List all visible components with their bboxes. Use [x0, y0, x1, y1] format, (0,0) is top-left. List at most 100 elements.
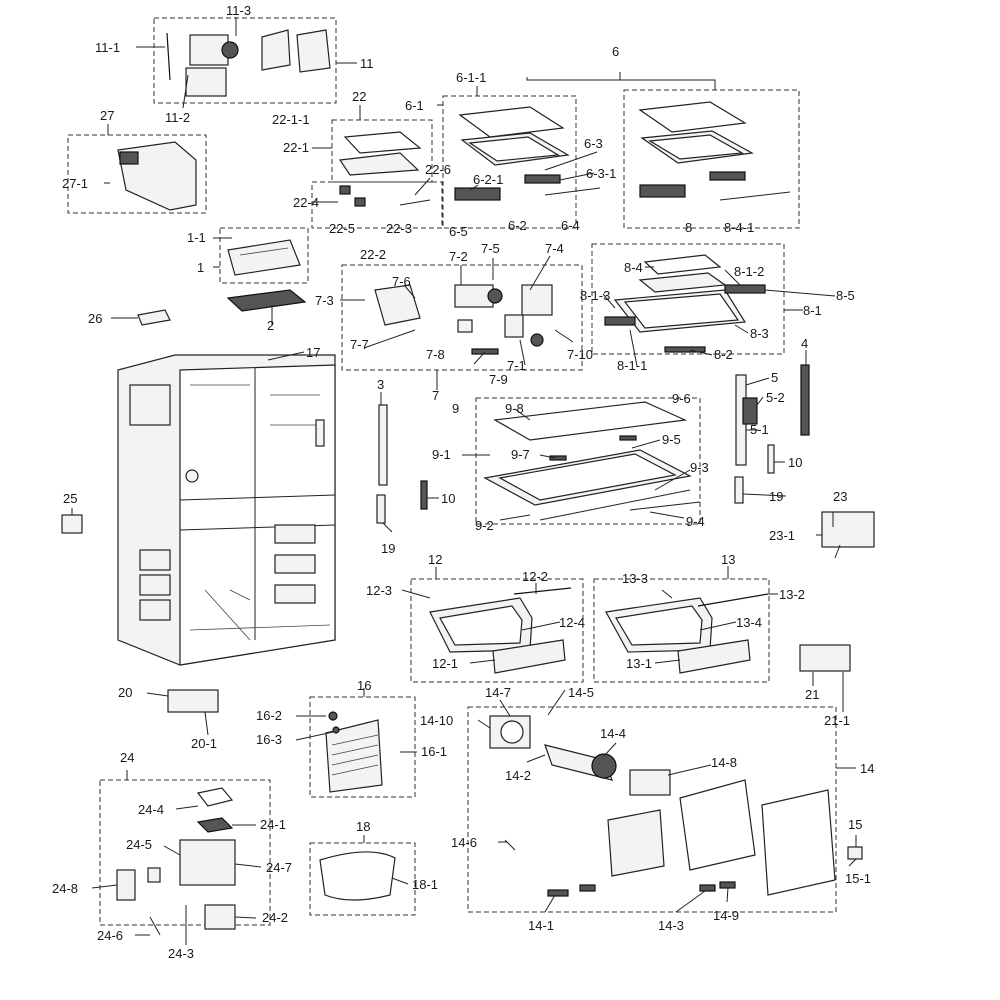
- box-13: [593, 578, 770, 683]
- label-10a: 10: [441, 491, 455, 506]
- part-19-left: [376, 494, 386, 524]
- part-10-left: [420, 480, 428, 510]
- label-20: 20: [118, 685, 132, 700]
- label-25: 25: [63, 491, 77, 506]
- label-22-5: 22-5: [329, 221, 355, 236]
- label-9-1: 9-1: [432, 447, 451, 462]
- label-13: 13: [721, 552, 735, 567]
- group-boxes: [67, 17, 837, 926]
- label-22-4: 22-4: [293, 195, 319, 210]
- label-8-1-2: 8-1-2: [734, 264, 764, 279]
- part-12: [429, 587, 572, 674]
- label-20-1: 20-1: [191, 736, 217, 751]
- box-9: [475, 397, 701, 525]
- label-13-2: 13-2: [779, 587, 805, 602]
- part-23: [821, 511, 875, 559]
- label-5-2: 5-2: [766, 390, 785, 405]
- part-8: [604, 254, 766, 353]
- part-24: [116, 787, 236, 936]
- label-9-4: 9-4: [686, 514, 705, 529]
- label-7-2: 7-2: [449, 249, 468, 264]
- label-6-1-1: 6-1-1: [456, 70, 486, 85]
- label-15-1: 15-1: [845, 871, 871, 886]
- box-6-1: [442, 95, 577, 229]
- label-9-8: 9-8: [505, 401, 524, 416]
- label-27-1: 27-1: [62, 176, 88, 191]
- label-11-3: 11-3: [226, 3, 251, 18]
- box-14: [467, 706, 837, 913]
- label-23: 23: [833, 489, 847, 504]
- label-8-1: 8-1: [803, 303, 822, 318]
- label-15: 15: [848, 817, 862, 832]
- label-9-7: 9-7: [511, 447, 530, 462]
- label-24-6: 24-6: [97, 928, 123, 943]
- label-24: 24: [120, 750, 134, 765]
- box-1: [219, 227, 309, 284]
- label-8-4-1: 8-4-1: [724, 220, 754, 235]
- part-13: [605, 593, 769, 674]
- box-8: [591, 243, 785, 355]
- label-7-5: 7-5: [481, 241, 500, 256]
- label-18-1: 18-1: [412, 877, 438, 892]
- label-13-1: 13-1: [626, 656, 652, 671]
- label-22-1: 22-1: [283, 140, 309, 155]
- label-7-6: 7-6: [392, 274, 411, 289]
- label-22-6: 22-6: [425, 162, 451, 177]
- box-22: [331, 119, 433, 183]
- label-7-4: 7-4: [545, 241, 564, 256]
- label-8-5: 8-5: [836, 288, 855, 303]
- label-24-2: 24-2: [262, 910, 288, 925]
- label-5: 5: [771, 370, 778, 385]
- label-14-4: 14-4: [600, 726, 626, 741]
- label-27: 27: [100, 108, 114, 123]
- label-21-1: 21-1: [824, 713, 850, 728]
- part-26: [137, 309, 171, 326]
- label-7-8: 7-8: [426, 347, 445, 362]
- box-27: [67, 134, 207, 214]
- part-1: [227, 239, 301, 276]
- label-19b: 19: [769, 489, 783, 504]
- part-4: [800, 364, 810, 436]
- label-24-3: 24-3: [168, 946, 194, 961]
- label-6-4: 6-4: [561, 218, 580, 233]
- part-21: [799, 644, 851, 672]
- label-1: 1: [197, 260, 204, 275]
- label-19a: 19: [381, 541, 395, 556]
- label-11-1: 11-1: [95, 40, 120, 55]
- label-9-3: 9-3: [690, 460, 709, 475]
- label-11: 11: [360, 56, 374, 71]
- label-14-2: 14-2: [505, 768, 531, 783]
- label-7-1: 7-1: [507, 358, 526, 373]
- part-6-1: [454, 106, 601, 201]
- label-6-5: 6-5: [449, 224, 468, 239]
- label-8-2: 8-2: [714, 347, 733, 362]
- label-3: 3: [377, 377, 384, 392]
- box-24: [99, 779, 271, 926]
- label-4: 4: [801, 336, 808, 351]
- box-7: [341, 264, 583, 371]
- part-25: [61, 514, 83, 534]
- label-6-2: 6-2: [508, 218, 527, 233]
- label-16-3: 16-3: [256, 732, 282, 747]
- part-11: [166, 29, 331, 97]
- label-26: 26: [88, 311, 102, 326]
- label-14-9: 14-9: [713, 908, 739, 923]
- label-5-1: 5-1: [750, 422, 769, 437]
- part-10-right: [767, 444, 775, 474]
- label-24-1: 24-1: [260, 817, 286, 832]
- label-6-1: 6-1: [405, 98, 424, 113]
- label-23-1: 23-1: [769, 528, 795, 543]
- label-18: 18: [356, 819, 370, 834]
- label-9-6: 9-6: [672, 391, 691, 406]
- box-6-right: [623, 89, 800, 229]
- label-6-2-1: 6-2-1: [473, 172, 503, 187]
- label-6-3: 6-3: [584, 136, 603, 151]
- label-7-3: 7-3: [315, 293, 334, 308]
- label-8-1-1: 8-1-1: [617, 358, 647, 373]
- label-14: 14: [860, 761, 874, 776]
- label-22-3: 22-3: [386, 221, 412, 236]
- label-14-1: 14-1: [528, 918, 554, 933]
- callout-labels: 11-1 11 11-3 11-2 27 27-1 6 6-1-1 6-1 22…: [52, 3, 874, 961]
- label-13-4: 13-4: [736, 615, 762, 630]
